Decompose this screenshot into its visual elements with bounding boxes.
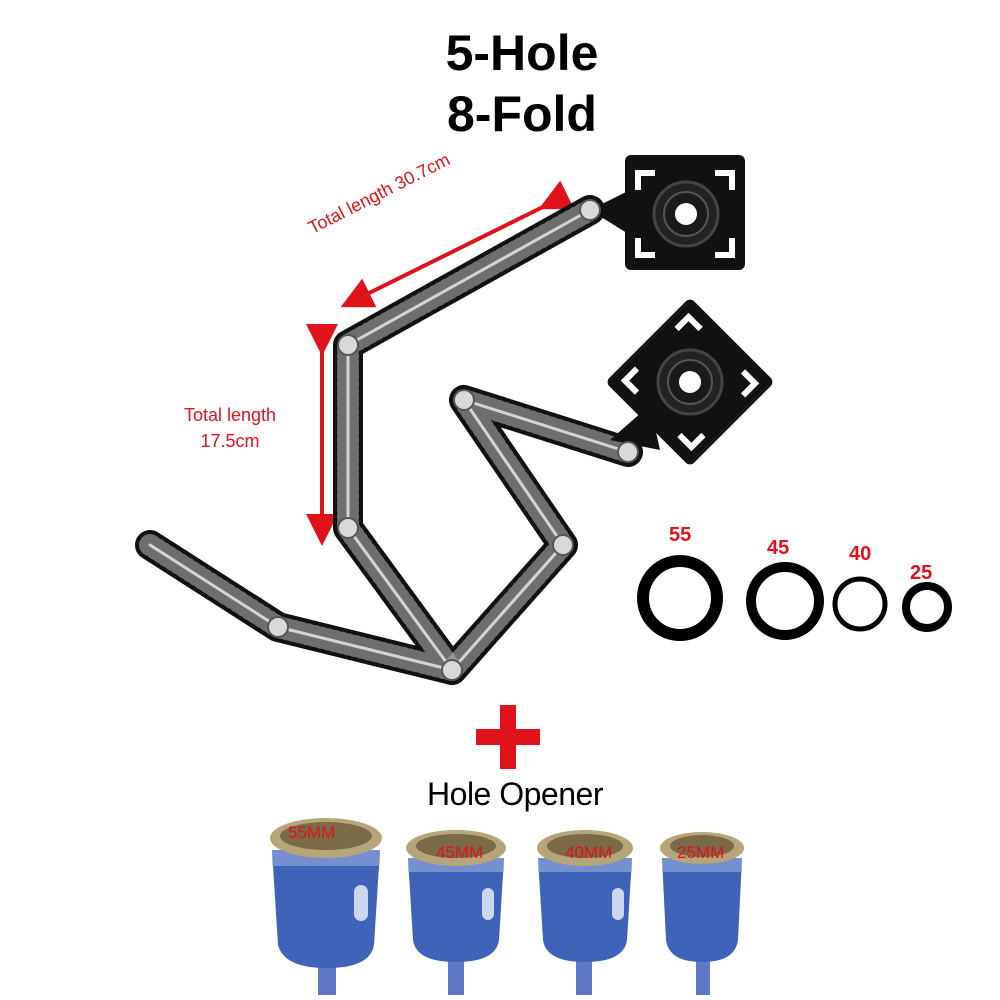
ring-25 [902,582,952,632]
ring-label-45: 45 [767,537,790,559]
ring-label-55: 55 [669,524,692,546]
locator-plate-upper [590,155,745,270]
ring-label-25: 25 [910,562,933,584]
length-arrow-horizontal [340,180,575,308]
drill-bit-25 [660,832,744,995]
folding-ruler [135,195,643,688]
drill-bits [270,818,744,995]
drill-bit-label-25: 25MM [677,843,724,862]
title-line-2: 8-Fold [447,86,597,142]
ring-45 [746,562,824,640]
length-label-vertical: Total length 17.5cm [150,402,310,454]
drill-bit-40 [537,830,633,995]
drill-bit-label-55: 55MM [288,823,335,842]
drill-bit-label-45: 45MM [436,843,483,862]
hole-opener-label: Hole Opener [427,776,603,812]
ring-label-40: 40 [849,543,872,565]
length-label-vertical-line1: Total length [183,405,277,425]
plus-icon [476,705,540,769]
rubber-rings [637,555,952,641]
pivot-rivets [267,199,639,681]
title-line-1: 5-Hole [445,25,599,81]
drill-bit-55 [270,818,382,995]
drill-bit-45 [406,830,506,995]
ring-40 [832,576,888,632]
ring-55 [637,555,723,641]
length-label-vertical-line2: 17.5cm [200,431,260,451]
drill-bit-label-40: 40MM [565,843,612,862]
